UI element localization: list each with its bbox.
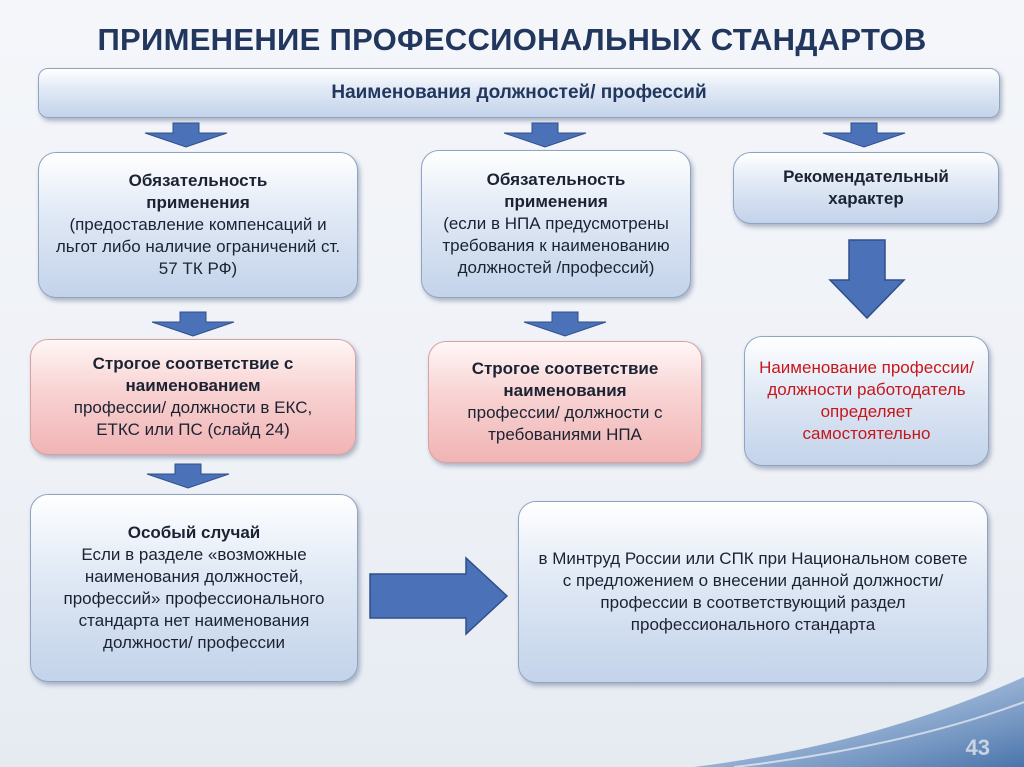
arrow-down-icon	[503, 122, 587, 148]
header-label: Наименования должностей/ профессий	[331, 82, 707, 103]
col3-employer-box: Наименование профессии/должности работод…	[744, 336, 989, 466]
col3-recommendation-bold: Рекомендательный характер	[783, 167, 949, 208]
col1-obligation-text: (предоставление компенсаций и льгот либо…	[55, 215, 341, 278]
slide-title: ПРИМЕНЕНИЕ ПРОФЕССИОНАЛЬНЫХ СТАНДАРТОВ	[97, 22, 927, 57]
arrow-right-icon	[369, 556, 509, 636]
ministry-proposal-text: в Минтруд России или СПК при Национально…	[538, 549, 968, 634]
col2-strict-text: профессии/ должности с требованиями НПА	[467, 403, 663, 444]
col3-recommendation-box: Рекомендательный характер	[733, 152, 999, 224]
header-bar: Наименования должностей/ профессий	[38, 68, 1000, 118]
col2-obligation-bold: Обязательность применения	[486, 170, 626, 211]
arrow-down-icon	[144, 122, 228, 148]
ministry-proposal-box: в Минтруд России или СПК при Национально…	[518, 501, 988, 683]
col3-employer-text: Наименование профессии/должности работод…	[759, 358, 974, 443]
arrow-down-icon	[151, 311, 235, 337]
special-case-bold: Особый случай	[127, 523, 261, 542]
col1-strict-text: профессии/ должности в ЕКС, ЕТКС или ПС …	[73, 398, 313, 439]
col1-obligation-box: Обязательность применения (предоставлени…	[38, 152, 358, 298]
big-arrow-down-icon	[828, 239, 906, 320]
arrow-down-icon	[146, 463, 230, 489]
col2-obligation-box: Обязательность применения (если в НПА пр…	[421, 150, 691, 298]
arrow-down-icon	[822, 122, 906, 148]
col1-obligation-bold: Обязательность применения	[128, 171, 268, 212]
special-case-box: Особый случай Если в разделе «возможные …	[30, 494, 358, 682]
col1-strict-box: Строгое соответствие с наименованием про…	[30, 339, 356, 455]
col1-strict-bold: Строгое соответствие с наименованием	[92, 354, 294, 395]
decorative-wave	[694, 677, 1024, 767]
col2-strict-box: Строгое соответствие наименования профес…	[428, 341, 702, 463]
special-case-text: Если в разделе «возможные наименования д…	[63, 545, 325, 652]
arrow-down-icon	[523, 311, 607, 337]
col2-obligation-text: (если в НПА предусмотрены требования к н…	[442, 214, 670, 277]
col2-strict-bold: Строгое соответствие наименования	[471, 359, 659, 400]
page-number: 43	[965, 735, 990, 760]
